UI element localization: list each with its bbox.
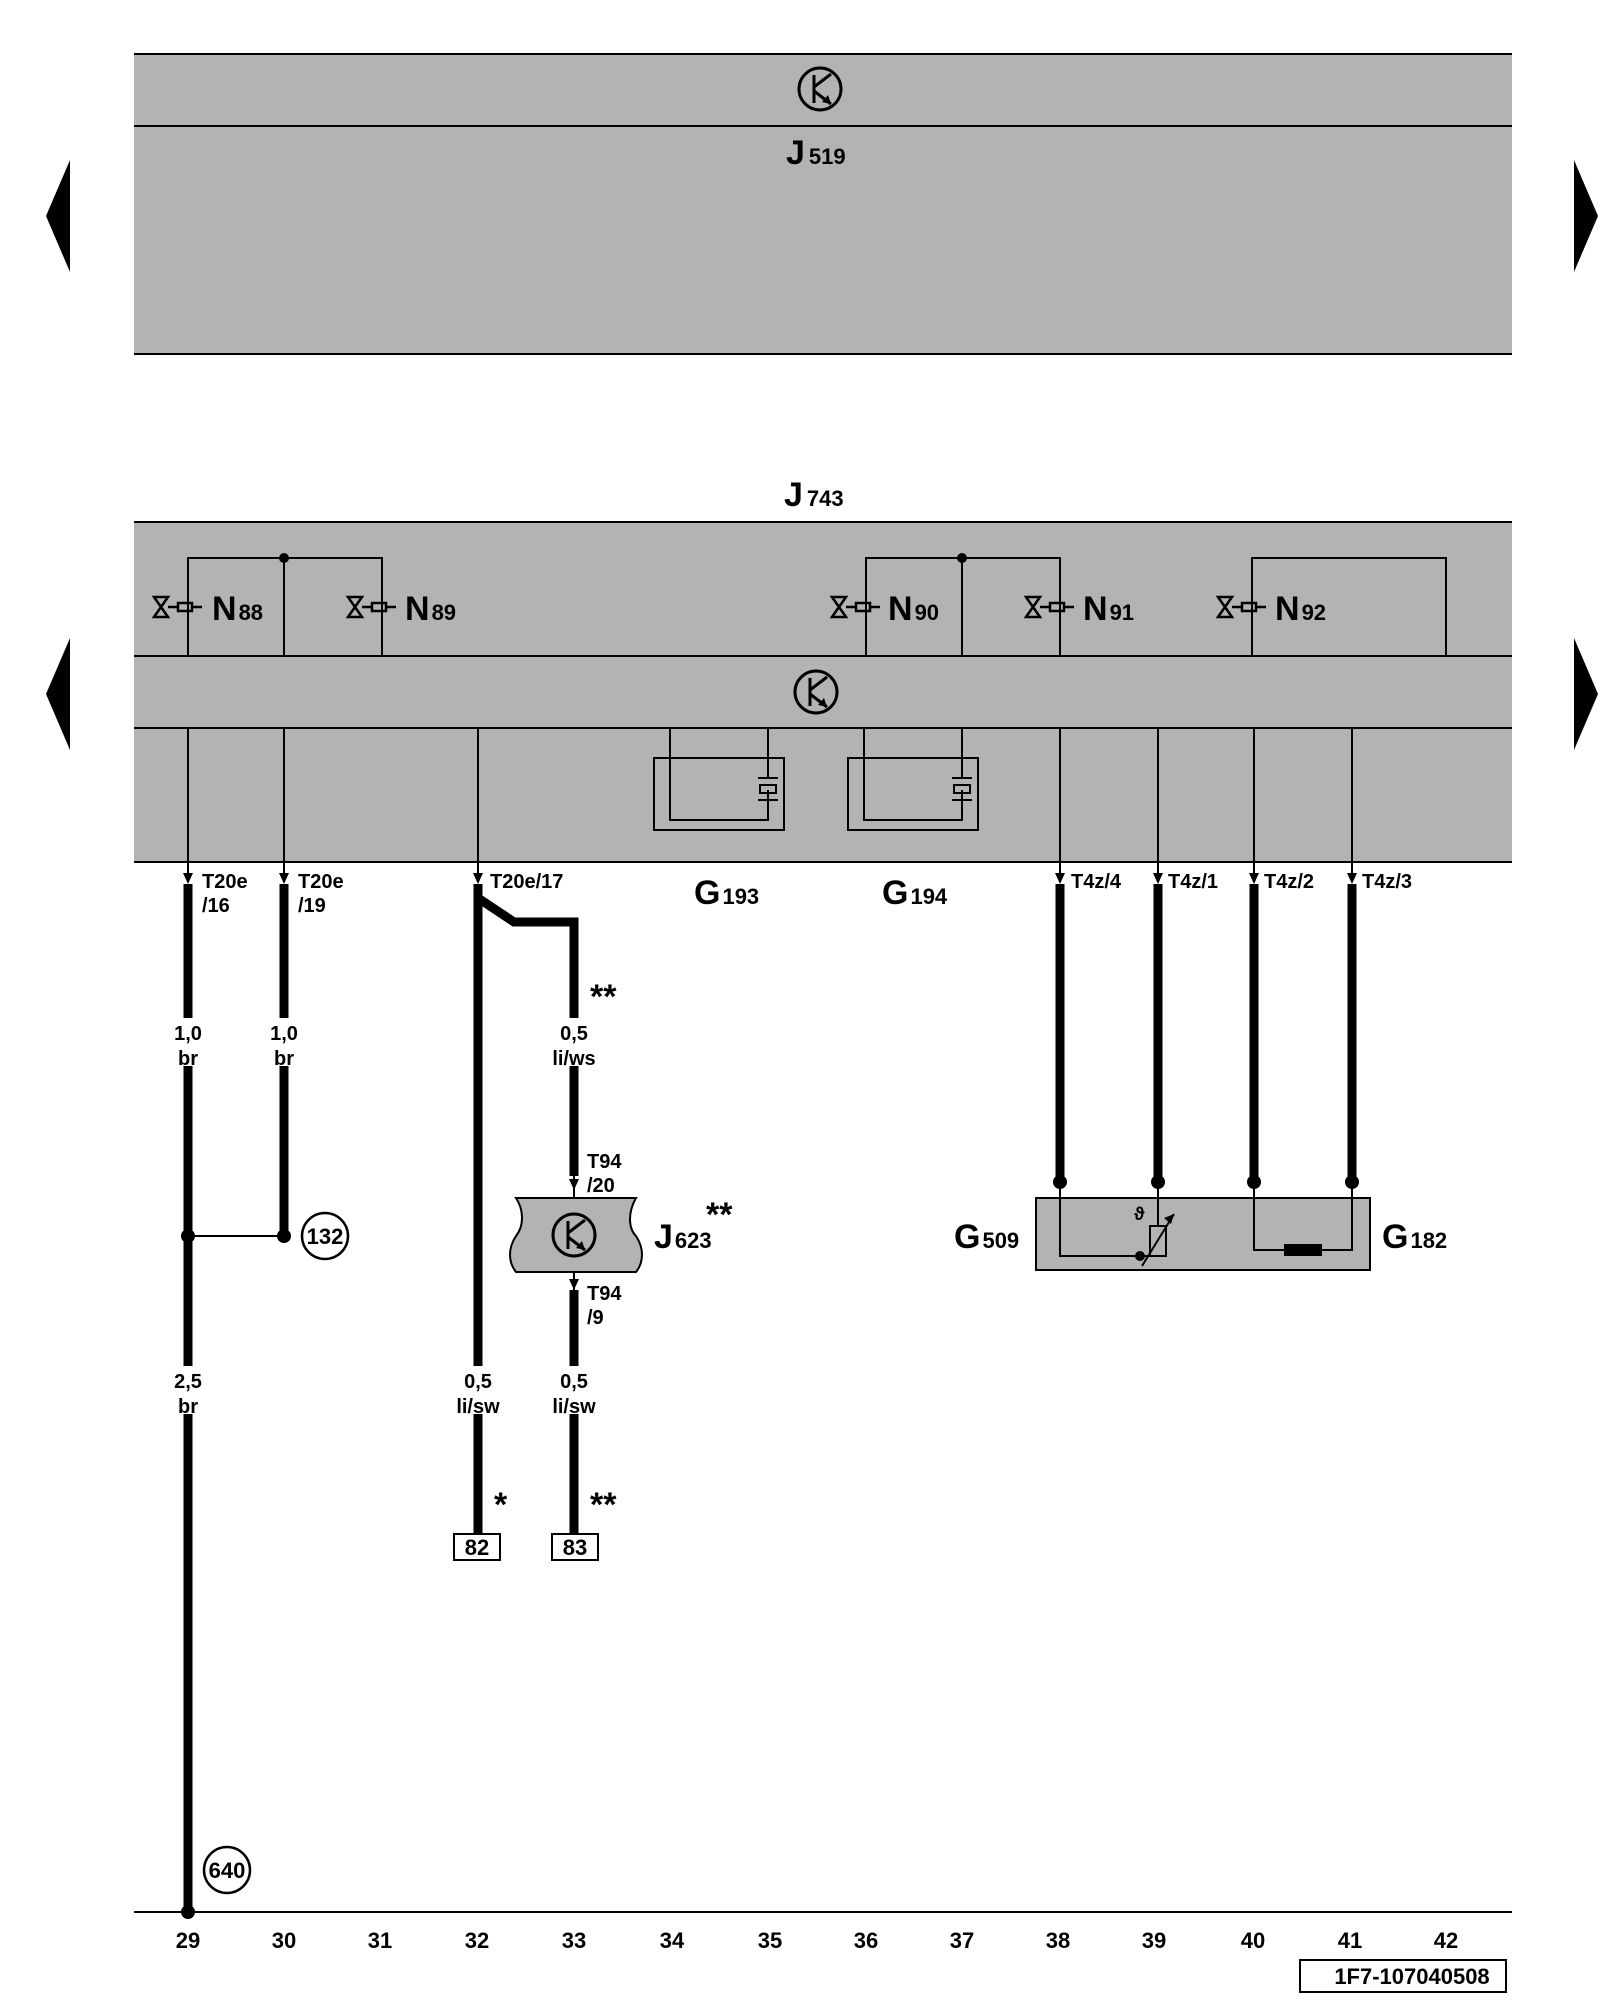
pin-t4z3-label: T4z/3 (1362, 871, 1412, 893)
nav-right-top-icon[interactable] (1574, 160, 1598, 272)
valve-n91-label: N91 (1083, 590, 1134, 628)
module-j743: N88 N89 N90 N91 N92 (134, 521, 1512, 863)
pin-t4z1-label: T4z/1 (1168, 871, 1218, 893)
pin-t94-20-label: T94/20 (587, 1151, 622, 1197)
j519-letter: J (786, 134, 805, 172)
footer-code-box: 1F7-107040508 (1299, 1959, 1507, 1993)
column-number: 42 (1434, 1928, 1458, 1953)
nav-left-bottom-icon[interactable] (46, 638, 70, 750)
column-number: 34 (660, 1928, 685, 1953)
wire-size-label: 0,5 (560, 1371, 588, 1393)
pin-t4z4-label: T4z/4 (1071, 871, 1122, 893)
sensor-g194-label: G194 (882, 874, 948, 912)
column-number: 36 (854, 1928, 878, 1953)
wire-size-label: 1,0 (270, 1023, 298, 1045)
svg-text:640: 640 (209, 1858, 246, 1883)
valve-n88-label: N88 (212, 590, 263, 628)
column-numbers: 29 30 31 32 33 34 35 36 37 38 39 40 41 42 (176, 1928, 1458, 1953)
pin-t20e19-label: T20e/19 (298, 871, 344, 917)
column-number: 37 (950, 1928, 974, 1953)
nav-left-top-icon[interactable] (46, 160, 70, 272)
module-j623-label: J623 (654, 1218, 712, 1256)
pin-t4z2-label: T4z/2 (1264, 871, 1314, 893)
wire-size-label: 1,0 (174, 1023, 202, 1045)
valve-n92-label: N92 (1275, 590, 1326, 628)
connector-82: 82 (453, 1524, 501, 1561)
column-number: 39 (1142, 1928, 1166, 1953)
wire (475, 894, 579, 1018)
note-mark: ** (590, 978, 617, 1016)
column-number: 31 (368, 1928, 392, 1953)
wire-size-label: 2,5 (174, 1371, 202, 1393)
sensor-block-g509-g182: ϑ (1035, 1175, 1371, 1271)
column-number: 35 (758, 1928, 782, 1953)
note-mark: * (494, 1486, 508, 1524)
pin-t20e16-label: T20e/16 (202, 871, 248, 917)
module-j623 (509, 1176, 643, 1290)
pin-t20e17-label: T20e/17 (490, 871, 563, 893)
nav-right-bottom-icon[interactable] (1574, 638, 1598, 750)
pin-arrow-icon (569, 1279, 579, 1290)
note-mark: ** (706, 1196, 733, 1234)
svg-text:82: 82 (465, 1535, 489, 1560)
column-number: 32 (465, 1928, 489, 1953)
svg-text:83: 83 (563, 1535, 587, 1560)
wire-color-label: li/ws (552, 1048, 595, 1070)
ground-point-132: 132 (300, 1211, 350, 1261)
ground-point-640: 640 (202, 1845, 252, 1895)
footer-code: 1F7-107040508 (1334, 1964, 1489, 1989)
wire-color-label: li/sw (456, 1396, 500, 1418)
sensor-g182-label: G182 (1382, 1218, 1447, 1256)
wire-color-label: li/sw (552, 1396, 596, 1418)
sensor-g193-label: G193 (694, 874, 759, 912)
temperature-icon: ϑ (1134, 1204, 1145, 1224)
wire-size-label: 0,5 (464, 1371, 492, 1393)
pin-t94-9-label: T94/9 (587, 1283, 622, 1329)
svg-text:132: 132 (307, 1224, 344, 1249)
pin-arrow-icon (569, 1179, 579, 1190)
splice-point (277, 1229, 291, 1243)
wire-color-label: br (178, 1396, 198, 1418)
sensor-g193-icon (653, 728, 785, 831)
column-number: 38 (1046, 1928, 1070, 1953)
column-number: 30 (272, 1928, 296, 1953)
connector-83: 83 (551, 1524, 599, 1561)
column-number: 29 (176, 1928, 200, 1953)
splice-point (181, 1229, 195, 1243)
j519-sub: 519 (809, 144, 846, 169)
sensor-g509-label: G509 (954, 1218, 1019, 1256)
wire-color-label: br (274, 1048, 294, 1070)
resistor-icon (1284, 1244, 1322, 1256)
valve-n90-label: N90 (888, 590, 939, 628)
wire-color-label: br (178, 1048, 198, 1070)
column-number: 40 (1241, 1928, 1265, 1953)
column-number: 33 (562, 1928, 586, 1953)
valve-n89-label: N89 (405, 590, 456, 628)
column-number: 41 (1338, 1928, 1362, 1953)
sensor-g194-icon (847, 728, 979, 831)
wire-size-label: 0,5 (560, 1023, 588, 1045)
note-mark: ** (590, 1486, 617, 1524)
